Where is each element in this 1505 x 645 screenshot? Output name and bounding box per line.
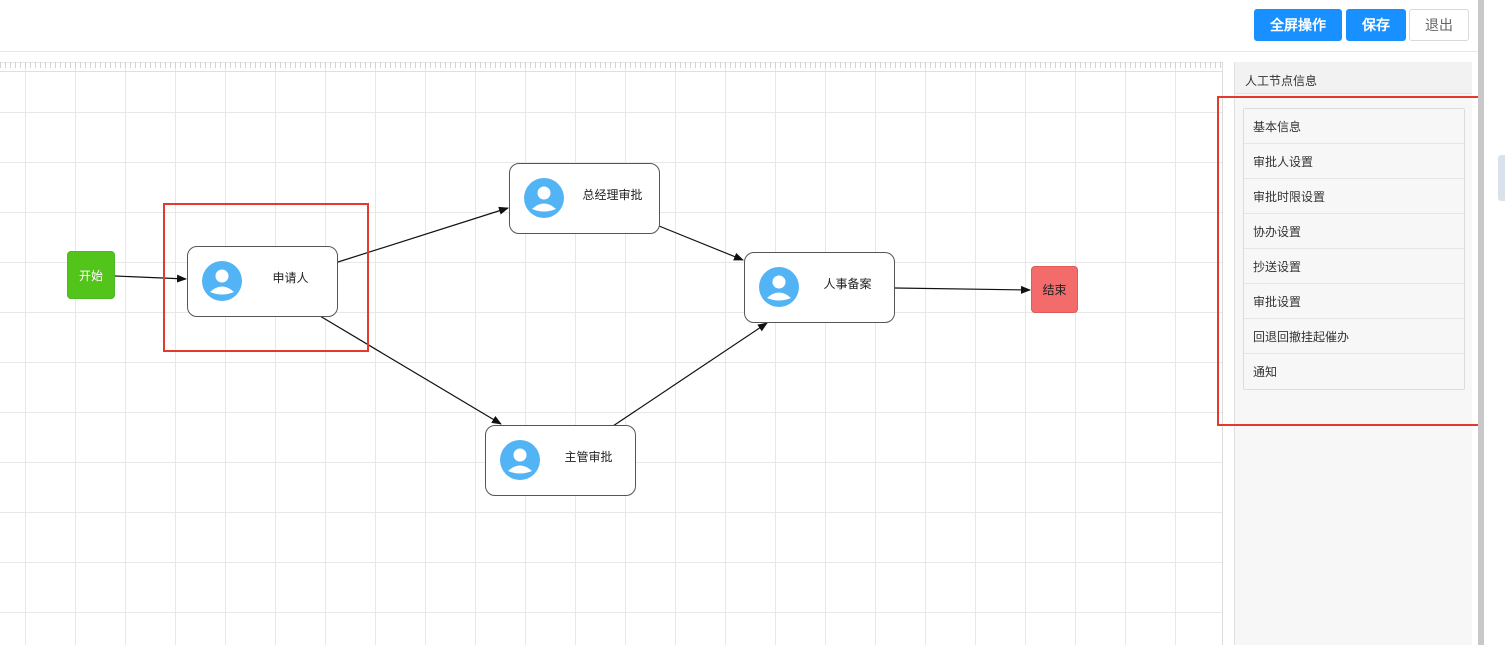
selected-node-highlight (163, 203, 369, 352)
panel-menu-highlight (1217, 96, 1481, 426)
gm-approval-node[interactable]: 总经理审批 (509, 163, 660, 234)
panel-menu: 基本信息 审批人设置 审批时限设置 协办设置 抄送设置 审批设置 回退回撤挂起催… (1243, 108, 1465, 390)
collapse-handle[interactable] (1498, 155, 1505, 201)
edge-applicant-to-supervisor[interactable] (319, 315, 502, 425)
vertical-scrollbar[interactable] (1478, 0, 1484, 645)
top-toolbar: 全屏操作 保存 退出 (0, 0, 1478, 52)
canvas-ruler (0, 62, 1222, 72)
save-button[interactable]: 保存 (1346, 9, 1406, 41)
menu-item-time-limit-settings[interactable]: 审批时限设置 (1244, 179, 1464, 214)
menu-item-basic-info[interactable]: 基本信息 (1244, 109, 1464, 144)
node-label: 主管审批 (564, 450, 613, 464)
end-node[interactable]: 结束 (1031, 266, 1078, 313)
right-edge-strip (1484, 0, 1505, 645)
menu-item-approver-settings[interactable]: 审批人设置 (1244, 144, 1464, 179)
user-avatar-icon (202, 261, 242, 301)
menu-item-rollback-settings[interactable]: 回退回撤挂起催办 (1244, 319, 1464, 354)
user-avatar-icon (500, 440, 540, 480)
node-label: 申请人 (272, 271, 309, 285)
edge-start-to-applicant[interactable] (114, 274, 187, 283)
flow-canvas[interactable]: 开始 申请人 总经理审批 人事备案 主管审批 结束 (0, 62, 1223, 645)
node-properties-panel: 人工节点信息 基本信息 审批人设置 审批时限设置 协办设置 抄送设置 审批设置 … (1234, 62, 1472, 645)
panel-title: 人工节点信息 (1235, 62, 1472, 94)
edge-applicant-to-gm[interactable] (337, 206, 509, 263)
user-avatar-icon (524, 178, 564, 218)
edge-hr-to-end[interactable] (894, 285, 1031, 294)
supervisor-approval-node[interactable]: 主管审批 (485, 425, 636, 496)
menu-item-approval-settings[interactable]: 审批设置 (1244, 284, 1464, 319)
user-avatar-icon (759, 267, 799, 307)
edge-gm-to-hr[interactable] (658, 225, 744, 261)
start-node[interactable]: 开始 (67, 251, 115, 299)
menu-item-notification[interactable]: 通知 (1244, 354, 1464, 389)
node-label: 总经理审批 (582, 188, 643, 202)
menu-item-assist-settings[interactable]: 协办设置 (1244, 214, 1464, 249)
hr-record-node[interactable]: 人事备案 (744, 252, 895, 323)
exit-button[interactable]: 退出 (1409, 9, 1469, 41)
edge-supervisor-to-hr[interactable] (612, 322, 768, 427)
menu-item-cc-settings[interactable]: 抄送设置 (1244, 249, 1464, 284)
node-label: 人事备案 (823, 277, 872, 291)
applicant-node[interactable]: 申请人 (187, 246, 338, 317)
flow-edges (114, 206, 1031, 427)
fullscreen-button[interactable]: 全屏操作 (1254, 9, 1342, 41)
